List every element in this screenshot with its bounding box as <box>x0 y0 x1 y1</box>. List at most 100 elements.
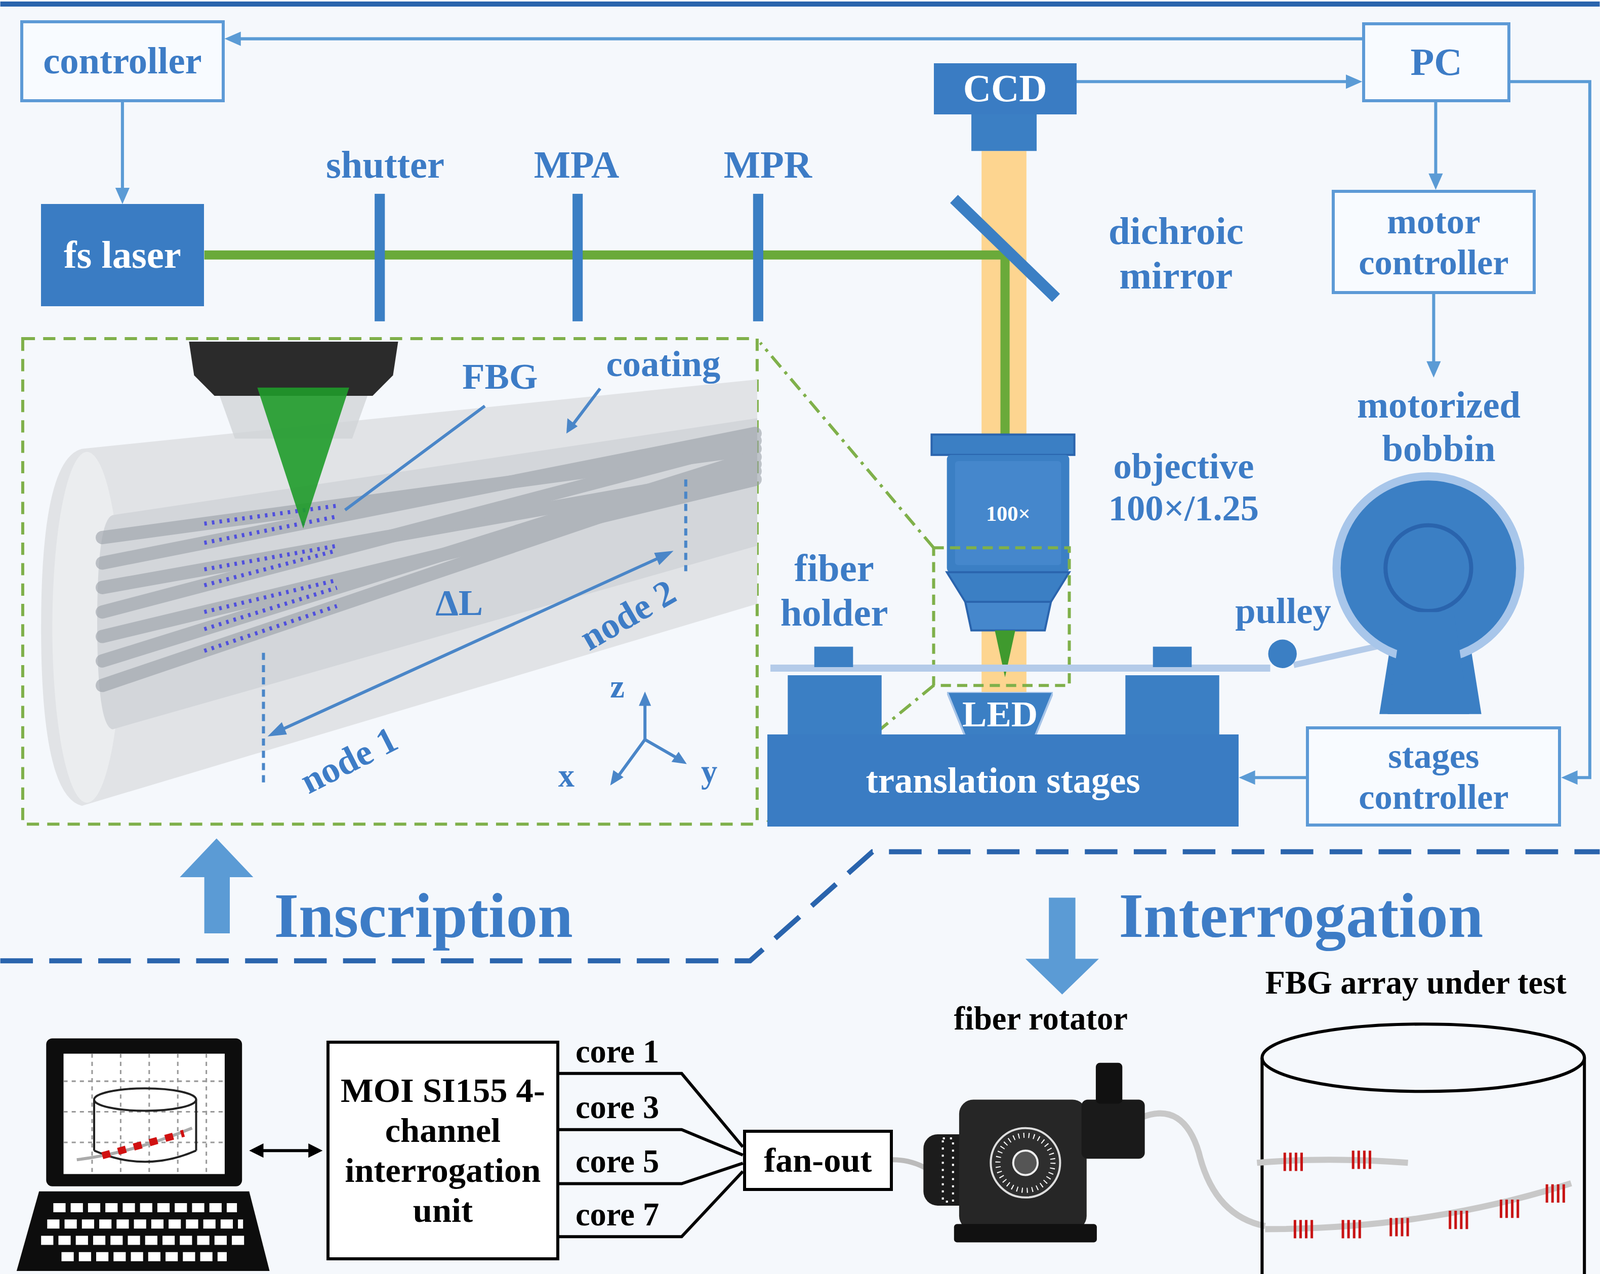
grating <box>204 516 338 544</box>
controller-box: controller <box>20 20 225 102</box>
fiber-rotator <box>1013 1150 1038 1175</box>
fiber <box>770 639 1403 669</box>
bobbin <box>1387 611 1469 715</box>
axis-label: z <box>601 668 633 706</box>
laptop <box>63 1053 225 1175</box>
objective-lens <box>965 601 1051 631</box>
connector-line <box>1510 81 1590 778</box>
node-text: stages controller <box>1317 735 1551 818</box>
test-cylinder <box>1283 1159 1567 1229</box>
arrow-head <box>1426 361 1441 378</box>
part-label: fiber rotator <box>923 1000 1159 1038</box>
fiber-rotator <box>923 1062 1145 1243</box>
optic-element <box>374 193 764 322</box>
node-text: CCD <box>963 66 1048 111</box>
test-cylinder <box>1283 1152 1304 1171</box>
test-cylinder <box>1499 1199 1521 1218</box>
laptop <box>102 1133 184 1156</box>
test-cylinder <box>1341 1219 1363 1239</box>
connector-arrow <box>224 31 1363 46</box>
node-text: PC <box>1410 39 1462 85</box>
objective-lens: 100×objective 100×/1.25 <box>947 455 1070 573</box>
objective-lens <box>947 455 1070 573</box>
flow-arrow <box>179 838 254 934</box>
part-label: FBG array under test <box>1234 964 1597 1002</box>
node-text: motorized bobbin <box>1334 383 1543 471</box>
connector-line <box>559 1171 744 1237</box>
connector-line <box>1076 79 1347 84</box>
optic-label: MPR <box>704 142 832 188</box>
axis-label: x <box>551 757 582 795</box>
test-cylinder <box>1545 1184 1567 1203</box>
node-heading: objective 100×/1.25 <box>1081 444 1286 530</box>
test-cylinder <box>1261 1023 1585 1092</box>
fiber-holder <box>1125 675 1219 737</box>
axes <box>644 739 679 759</box>
node-text: motor controller <box>1342 200 1525 283</box>
part-label: pulley <box>1219 589 1347 632</box>
laptop <box>94 1099 197 1162</box>
test-cylinder <box>1264 1183 1572 1230</box>
bobbin <box>1336 476 1521 715</box>
test-cylinder <box>1256 1159 1408 1163</box>
laptop <box>76 1128 193 1160</box>
fiber-holder <box>787 675 882 737</box>
objective-lens <box>931 434 1075 678</box>
connector-arrow <box>1426 294 1441 378</box>
fiber-rotator <box>1081 1099 1145 1159</box>
interrogator-box: MOI SI155 4-channel interrogation unit <box>326 1040 560 1260</box>
node-text: fs laser <box>63 232 182 278</box>
connector-line <box>1433 102 1438 175</box>
connector-line <box>1431 294 1435 363</box>
led-shape <box>947 691 1054 737</box>
arrowhead <box>566 418 578 434</box>
arrow-head <box>115 187 130 204</box>
zoom-frame <box>22 338 758 825</box>
node-text: fan-out <box>763 1140 872 1181</box>
node-text: LED <box>962 692 1038 735</box>
flow-arrow <box>1025 897 1099 995</box>
test-cylinder <box>1293 1219 1315 1239</box>
arrow-head <box>1238 770 1255 785</box>
fiber-rotator <box>990 1128 1060 1198</box>
dichroic-mirror <box>954 198 1057 298</box>
optic-label: shutter <box>306 142 465 188</box>
grating <box>204 505 338 651</box>
part-label: FBG <box>443 355 557 398</box>
data-link <box>308 1143 323 1158</box>
data-link <box>249 1143 264 1158</box>
connector-arrow <box>559 1171 744 1237</box>
data-link <box>249 1143 323 1158</box>
arrow-head <box>1428 173 1443 190</box>
part-label: fiber holder <box>760 546 909 636</box>
fiber-lead <box>1142 1113 1266 1227</box>
length-arrow <box>653 550 674 565</box>
grating <box>204 550 338 586</box>
leader-line <box>345 388 601 511</box>
ccd-camera <box>971 114 1037 152</box>
laptop <box>46 1038 242 1186</box>
test-cylinder <box>1261 1057 1585 1274</box>
grating <box>204 587 338 630</box>
fanout-box: fan-out <box>743 1129 893 1192</box>
frame-line <box>0 1 1600 7</box>
laptop <box>40 1207 250 1257</box>
test-cylinder <box>1256 1023 1585 1274</box>
connector-line <box>559 1073 744 1147</box>
ccd-camera: CCD <box>933 63 1077 115</box>
translation-stage: translation stages <box>767 734 1239 827</box>
section-title: Inscription <box>260 879 587 953</box>
controller-box: motor controller <box>1331 189 1536 295</box>
part-label: coating <box>586 342 740 385</box>
connector-line <box>1254 775 1307 779</box>
connector-arrow <box>115 102 130 205</box>
fiber-holder <box>1153 646 1193 668</box>
axes-heads <box>610 769 624 786</box>
test-cylinder <box>1351 1150 1373 1169</box>
fiber-cylinder <box>97 418 758 730</box>
objective-lens <box>931 434 1075 455</box>
optic-label: dichroic mirror <box>1081 209 1271 299</box>
axes <box>643 701 647 740</box>
edge-label: core 1 <box>575 1033 660 1071</box>
axes-heads <box>638 691 651 706</box>
